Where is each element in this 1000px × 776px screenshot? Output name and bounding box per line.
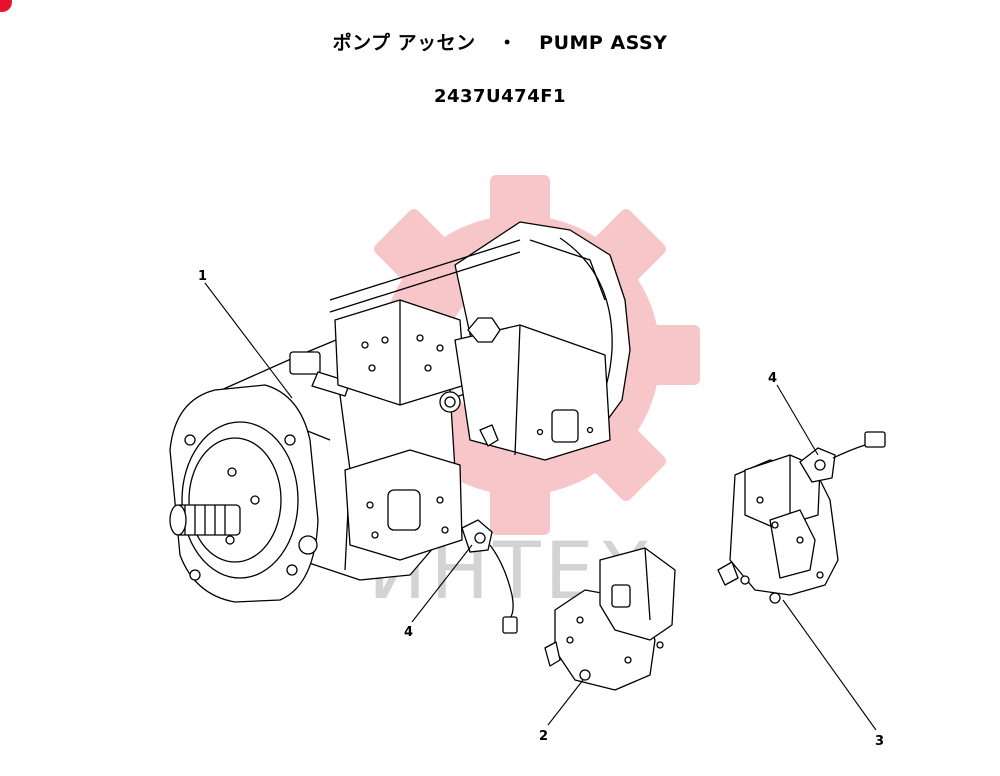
leader-lines: [204, 282, 877, 731]
callout-3: 3: [875, 734, 884, 749]
solenoid-right: [799, 431, 886, 483]
solenoid-main: [461, 519, 518, 634]
leader-line-4-right: [776, 384, 819, 456]
title-japanese: ポンプ アッセン: [332, 32, 476, 54]
drawing-title: ポンプ アッセン・ PUMP ASSY: [0, 28, 1000, 55]
callout-2: 2: [539, 729, 548, 744]
title-separator: ・: [497, 32, 518, 54]
regulator-left: [544, 547, 676, 691]
main-pump: [169, 221, 631, 603]
leader-line-2: [547, 679, 584, 726]
part-number: 2437U474F1: [433, 86, 567, 107]
leader-line-3: [782, 599, 877, 731]
regulator-right: [717, 454, 839, 604]
leader-line-1: [204, 282, 293, 399]
callout-4-right: 4: [768, 371, 777, 386]
callout-4-main: 4: [404, 625, 413, 640]
callout-1: 1: [198, 269, 207, 284]
corner-logo-mark: [0, 0, 12, 12]
leader-line-4-main: [411, 544, 473, 623]
title-english: PUMP ASSY: [539, 32, 668, 54]
